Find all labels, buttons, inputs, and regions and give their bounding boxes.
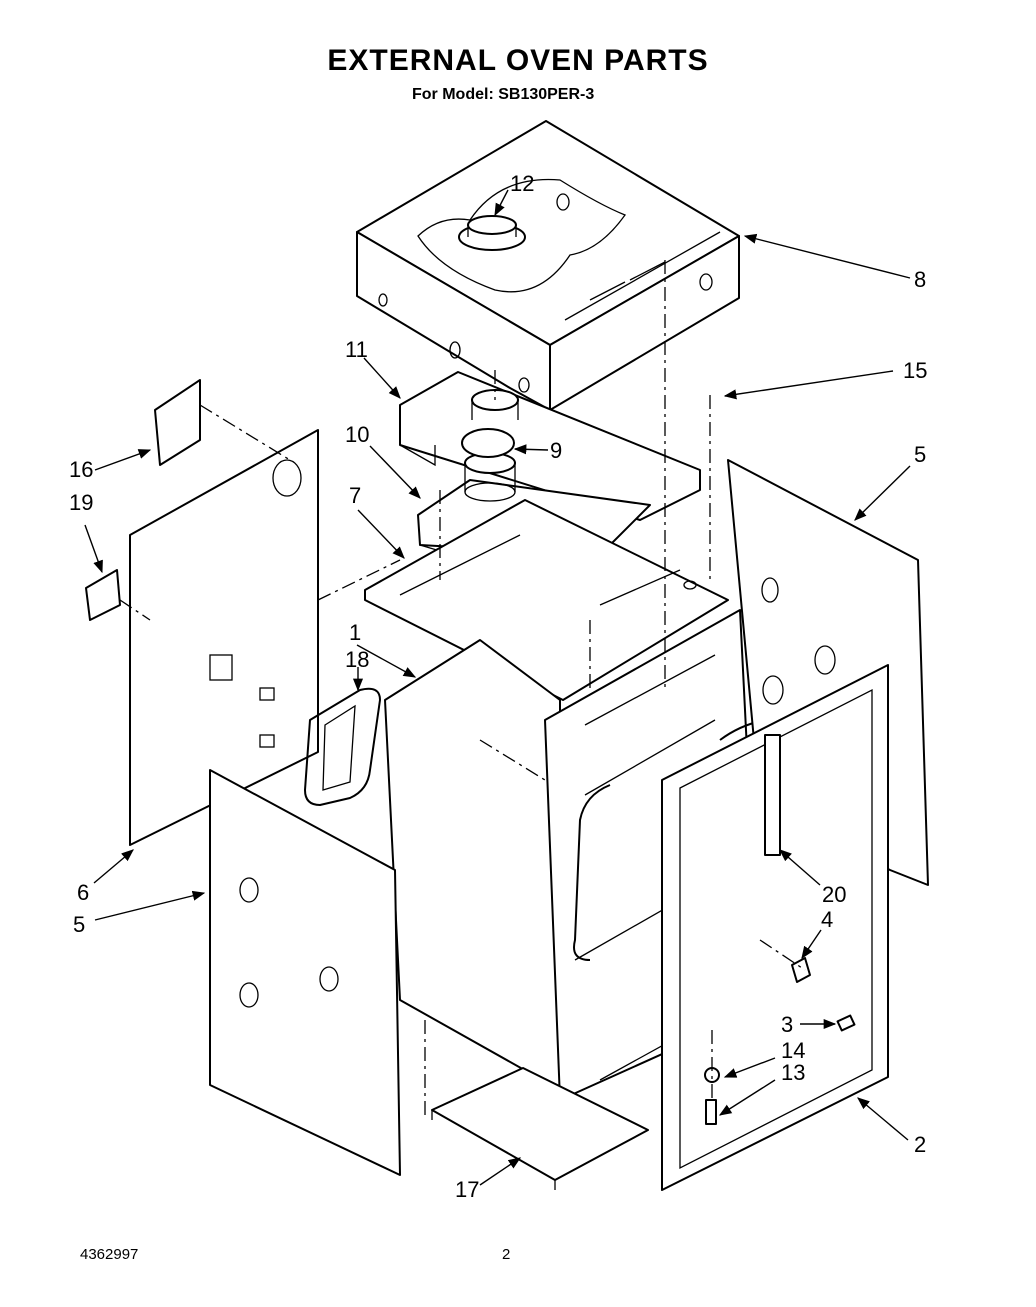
gasket-loop	[304, 687, 381, 806]
louver-block	[154, 379, 201, 466]
callout-5-right: 5	[914, 442, 926, 467]
callout-2: 2	[914, 1132, 926, 1157]
callout-18: 18	[345, 647, 369, 672]
mounting-bracket	[364, 499, 729, 701]
callout-12: 12	[510, 171, 534, 196]
callout-4: 4	[821, 907, 833, 932]
air-duct	[399, 371, 701, 521]
hardware-parts	[704, 957, 856, 1125]
callout-11: 11	[345, 337, 368, 362]
left-side-panel	[129, 429, 319, 846]
small-plate	[85, 569, 121, 621]
callout-3: 3	[781, 1012, 793, 1037]
callout-9: 9	[550, 438, 562, 463]
lower-left-panel	[209, 769, 401, 1176]
callout-14: 14	[781, 1038, 805, 1063]
callout-labels: 12 8 11 15 16 10 9 5 19 7 1 18 6 5 20 4 …	[69, 171, 927, 1202]
callout-6: 6	[77, 880, 89, 905]
callout-13: 13	[781, 1060, 805, 1085]
top-vent-housing	[356, 120, 740, 411]
callout-20: 20	[822, 882, 846, 907]
front-frame	[661, 664, 889, 1191]
callout-8: 8	[914, 267, 926, 292]
bottom-tray	[431, 1067, 649, 1190]
callout-17: 17	[455, 1177, 479, 1202]
callout-1: 1	[349, 620, 361, 645]
callout-19: 19	[69, 490, 93, 515]
callout-10: 10	[345, 422, 369, 447]
leader-arrows	[84, 189, 911, 1186]
page-title: EXTERNAL OVEN PARTS	[327, 44, 709, 77]
callout-15: 15	[903, 358, 927, 383]
callout-5-left: 5	[73, 912, 85, 937]
page-number: 2	[502, 1246, 511, 1263]
callout-7: 7	[349, 483, 361, 508]
assembly-lines	[119, 260, 806, 1120]
model-subtitle: For Model: SB130PER-3	[412, 86, 595, 103]
callout-16: 16	[69, 457, 93, 482]
document-number: 4362997	[80, 1246, 139, 1263]
